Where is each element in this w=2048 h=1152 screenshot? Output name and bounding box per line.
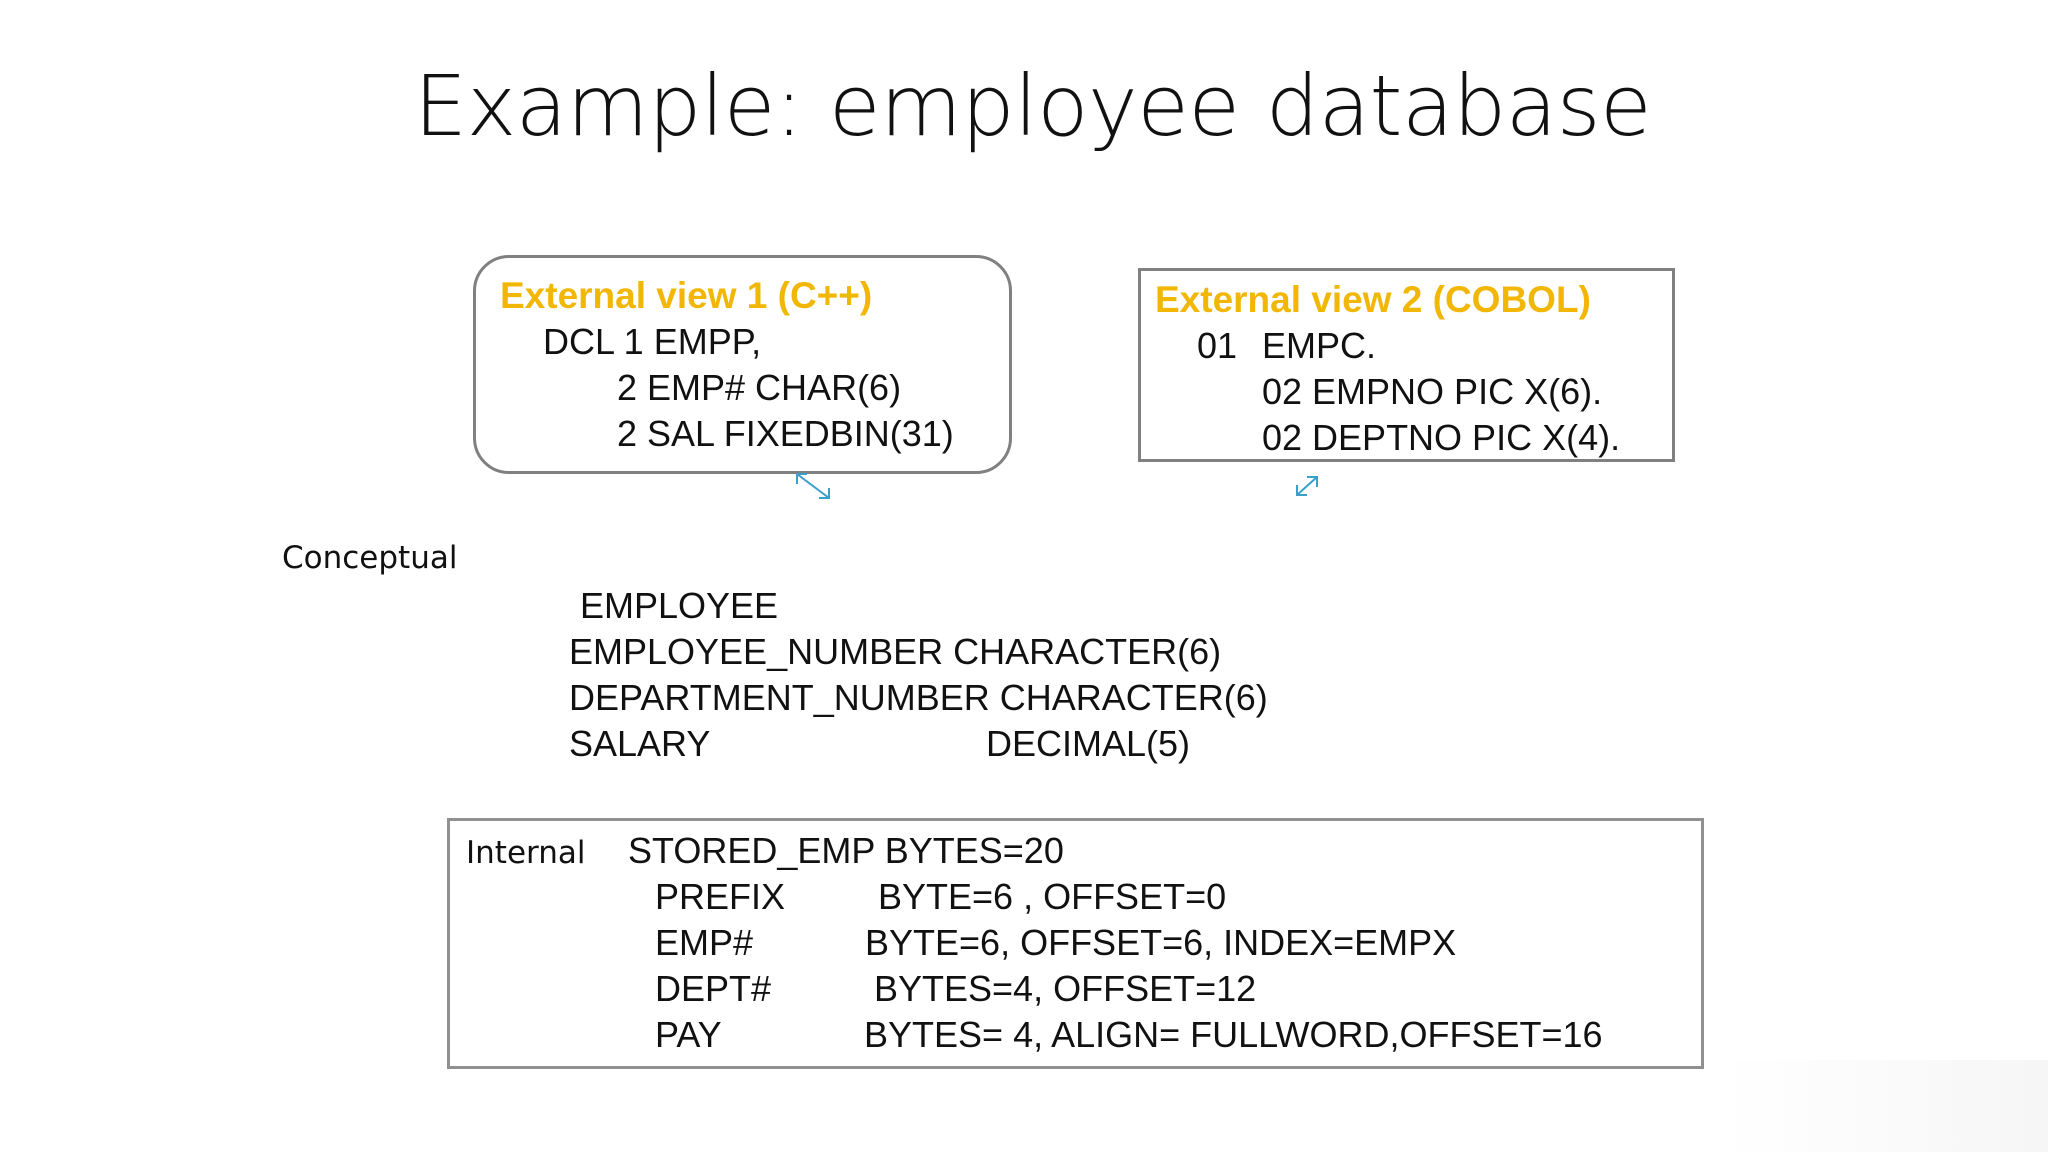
conceptual-row: EMPLOYEE_NUMBER CHARACTER(6): [569, 631, 1222, 672]
internal-field-spec: BYTES=4, OFFSET=12: [874, 968, 1257, 1009]
internal-label: Internal: [466, 835, 586, 871]
double-arrow-icon: [1296, 476, 1318, 496]
conceptual-row-type: DECIMAL(5): [986, 723, 1191, 764]
external-view-1-title: External view 1 (C++): [500, 275, 873, 316]
corner-shading: [1725, 1060, 2048, 1152]
internal-record: STORED_EMP BYTES=20: [628, 830, 1064, 871]
conceptual-row: DEPARTMENT_NUMBER CHARACTER(6): [569, 677, 1268, 718]
external-view-2-level: 01: [1197, 325, 1238, 366]
external-view-1-line: DCL 1 EMPP,: [543, 321, 762, 362]
external-view-1-box: [473, 255, 1012, 474]
external-view-1-line: 2 SAL FIXEDBIN(31): [617, 413, 954, 454]
double-arrow-icon: [796, 473, 830, 499]
internal-field-name: PAY: [655, 1014, 722, 1055]
external-view-2-field: 02 EMPNO PIC X(6).: [1262, 371, 1603, 412]
internal-field-name: PREFIX: [655, 876, 786, 917]
external-view-2-box: [1138, 268, 1675, 462]
internal-field-spec: BYTE=6, OFFSET=6, INDEX=EMPX: [865, 922, 1457, 963]
external-view-1-line: 2 EMP# CHAR(6): [617, 367, 902, 408]
internal-field-name: EMP#: [655, 922, 754, 963]
conceptual-row-name: SALARY: [569, 723, 711, 764]
internal-field-name: DEPT#: [655, 968, 772, 1009]
slide-title: Example: employee database: [414, 57, 1652, 155]
external-view-2-field: 02 DEPTNO PIC X(4).: [1262, 417, 1621, 458]
internal-field-spec: BYTES= 4, ALIGN= FULLWORD,OFFSET=16: [864, 1014, 1603, 1055]
internal-box: [447, 818, 1704, 1069]
internal-field-spec: BYTE=6 , OFFSET=0: [878, 876, 1227, 917]
conceptual-entity: EMPLOYEE: [580, 585, 779, 626]
external-view-2-title: External view 2 (COBOL): [1155, 279, 1591, 320]
external-view-2-record: EMPC.: [1262, 325, 1377, 366]
conceptual-label: Conceptual: [282, 540, 458, 576]
